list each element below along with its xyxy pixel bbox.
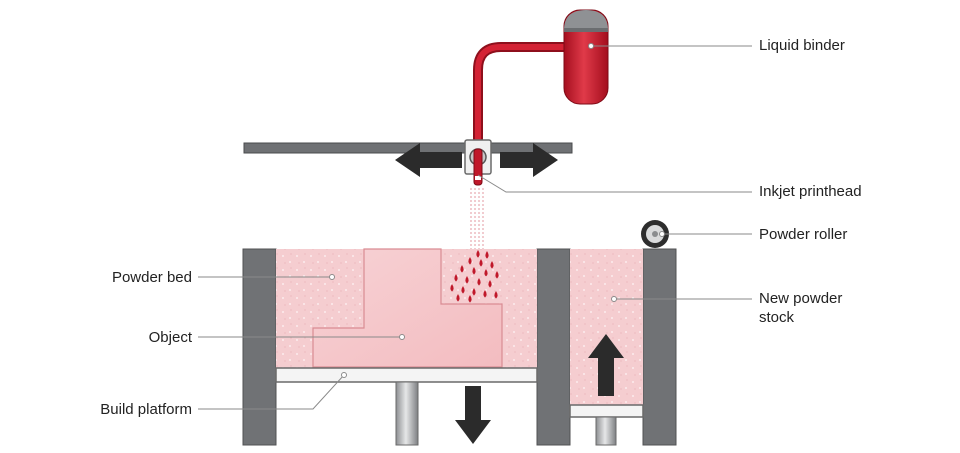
binder-droplets — [450, 250, 499, 303]
build-piston — [395, 381, 419, 446]
feed-chamber-right-wall — [642, 248, 677, 446]
binder-droplet — [483, 290, 487, 298]
label-powder-bed: Powder bed — [111, 269, 192, 286]
binder-droplet — [456, 294, 460, 302]
binder-tube — [473, 42, 575, 153]
binder-droplet — [460, 265, 464, 273]
label-object: Object — [148, 329, 192, 346]
leader-lines — [198, 45, 752, 410]
label-new-powder-stock-line2: stock — [759, 309, 795, 326]
binder-droplet — [477, 278, 481, 286]
build-platform — [275, 367, 538, 383]
binder-droplet — [484, 269, 488, 277]
liquid-binder-tank — [563, 9, 609, 105]
arrow-up-icon — [588, 334, 624, 396]
binder-droplet — [490, 261, 494, 269]
binder-droplet — [479, 259, 483, 267]
binder-droplet — [472, 267, 476, 275]
label-new-powder-stock: New powder stock — [759, 289, 842, 327]
label-liquid-binder: Liquid binder — [759, 37, 845, 54]
binder-droplet — [495, 271, 499, 279]
binder-droplet — [488, 280, 492, 288]
binder-droplet — [485, 251, 489, 259]
label-powder-roller: Powder roller — [759, 226, 848, 243]
build-chamber-right-wall — [536, 248, 571, 446]
inkjet-printhead — [464, 139, 492, 186]
feed-piston — [595, 416, 617, 446]
binder-droplet — [494, 291, 498, 299]
leader-dots — [329, 43, 665, 378]
label-new-powder-stock-line1: New powder — [759, 290, 843, 307]
binder-droplet — [461, 286, 465, 294]
arrow-right-icon — [500, 143, 558, 177]
binder-droplet — [476, 250, 480, 258]
arrow-left-icon — [395, 143, 462, 177]
label-inkjet-printhead: Inkjet printhead — [759, 183, 862, 200]
powder-roller — [641, 220, 669, 248]
binder-droplet — [468, 295, 472, 303]
binder-droplet — [472, 288, 476, 296]
feed-platform — [569, 404, 644, 418]
arrow-down-icon — [455, 386, 491, 444]
label-build-platform: Build platform — [100, 401, 192, 418]
binder-droplet — [450, 284, 454, 292]
binder-droplet — [468, 257, 472, 265]
build-chamber-left-wall — [242, 248, 277, 446]
binder-droplet — [465, 276, 469, 284]
binder-droplet — [454, 274, 458, 282]
